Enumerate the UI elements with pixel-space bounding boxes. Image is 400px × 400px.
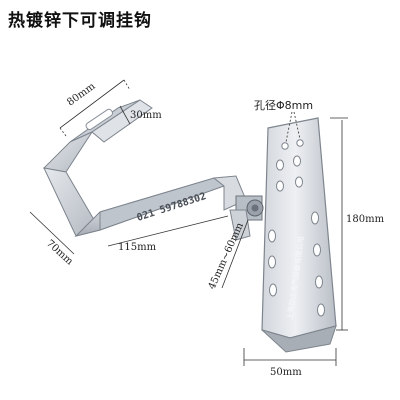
hook-arm: 021 59788302 [43, 167, 247, 237]
dim-arm-length: 115mm [118, 242, 157, 253]
plate-holes [268, 139, 325, 317]
dim-hook-drop: 70mm [44, 238, 75, 268]
dim-hook-lip: 30mm [130, 110, 162, 121]
base-plate: 上海劲企电气设备有限公司 [261, 117, 337, 353]
hole-diameter-label: 孔径Φ8mm [254, 99, 313, 112]
dimension-lines [29, 79, 348, 366]
dim-hook-width: 80mm [65, 81, 98, 109]
dim-plate-width: 50mm [270, 367, 302, 378]
product-title: 热镀锌下可调挂钩 [8, 11, 152, 31]
dim-adjust-range: 45mm~60mm [207, 221, 246, 292]
dim-plate-height: 180mm [346, 214, 385, 225]
adjust-bolt [229, 195, 264, 241]
